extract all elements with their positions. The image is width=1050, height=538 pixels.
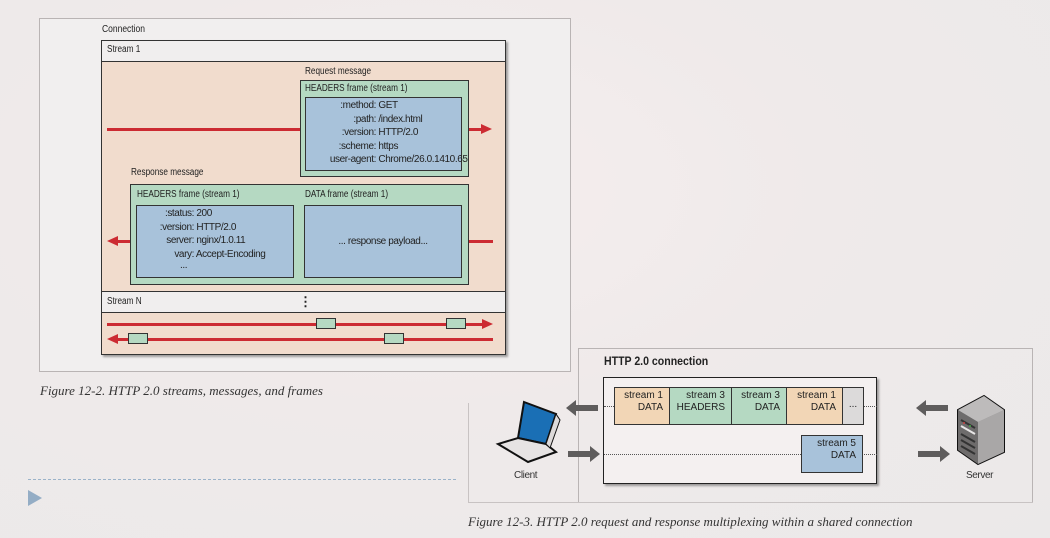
response-data-block — [304, 205, 462, 278]
dotted-line — [862, 454, 877, 455]
response-data-frame-label: DATA frame (stream 1) — [305, 189, 389, 200]
right-arrow-server-icon — [918, 446, 950, 462]
header-row: :scheme: https — [338, 140, 399, 152]
streamn-arrow-head-right-icon — [482, 319, 493, 329]
request-headers-frame-label: HEADERS frame (stream 1) — [305, 83, 408, 94]
response-headers-block — [136, 205, 294, 278]
header-row: :version: HTTP/2.0 — [341, 127, 419, 138]
header-row: server: nginx/1.0.11 — [166, 235, 246, 246]
http2-connection-title: HTTP 2.0 connection — [604, 354, 709, 368]
frame-cell-more: ... — [842, 387, 864, 425]
response-arrow-head-icon — [107, 236, 118, 246]
connection-label: Connection — [102, 24, 146, 35]
left-arrow-client-icon — [566, 400, 598, 416]
header-ellipsis: ... — [180, 260, 188, 271]
request-headers-list: :method: GET :path: /index.html :version… — [308, 99, 468, 167]
play-triangle-icon[interactable] — [28, 490, 42, 506]
frame-box — [128, 333, 148, 344]
request-headers-block — [305, 97, 462, 171]
figure-12-2-caption: Figure 12-2. HTTP 2.0 streams, messages,… — [40, 383, 323, 398]
response-message-label: Response message — [131, 167, 204, 178]
stream-1-bar: Stream 1 — [102, 41, 505, 62]
response-payload-text: ... response payload... — [338, 236, 428, 247]
figure-12-3-caption: Figure 12-3. HTTP 2.0 request and respon… — [468, 514, 913, 529]
streamn-arrow-line-bottom — [117, 338, 493, 341]
dotted-line — [604, 454, 801, 455]
response-headers-list: :status: 200 :version: HTTP/2.0 server: … — [138, 207, 266, 271]
figure-12-3-frame — [578, 348, 1033, 503]
client-label: Client — [514, 470, 538, 481]
frame-box — [384, 333, 404, 344]
dotted-line — [863, 406, 877, 407]
stream-n-bar: Stream N — [102, 291, 505, 313]
header-row: :version: HTTP/2.0 — [159, 221, 237, 233]
stream-n-label: Stream N — [107, 296, 142, 307]
section-divider — [28, 479, 456, 480]
right-arrow-client-icon — [568, 446, 600, 462]
stream-1-label: Stream 1 — [107, 44, 141, 55]
dotted-line — [604, 406, 618, 407]
response-arrow-line-right — [469, 240, 493, 243]
header-row: :method: GET — [340, 100, 398, 111]
server-icon — [957, 394, 1005, 466]
header-row: vary: Accept-Encoding — [174, 248, 266, 260]
request-arrow-line-right — [469, 128, 481, 131]
response-headers-frame-label: HEADERS frame (stream 1) — [137, 189, 240, 200]
header-row: :status: 200 — [164, 208, 212, 219]
server-label: Server — [966, 470, 994, 481]
left-arrow-server-icon — [916, 400, 948, 416]
frame-box — [446, 318, 466, 329]
frame-border — [468, 502, 1033, 503]
header-row: :path: /index.html — [353, 113, 423, 125]
header-row: user-agent: Chrome/26.0.1410.65 — [329, 154, 468, 165]
request-arrow-line-left — [107, 128, 301, 131]
more-streams-dots: ⋮ — [299, 294, 312, 309]
laptop-client-icon — [495, 400, 561, 464]
frame-box — [316, 318, 336, 329]
request-arrow-head-icon — [481, 124, 492, 134]
frame-border — [468, 403, 469, 503]
response-arrow-line-left — [117, 240, 131, 243]
streamn-arrow-line-top — [107, 323, 483, 326]
streamn-arrow-head-left-icon — [107, 334, 118, 344]
request-message-label: Request message — [305, 66, 372, 77]
